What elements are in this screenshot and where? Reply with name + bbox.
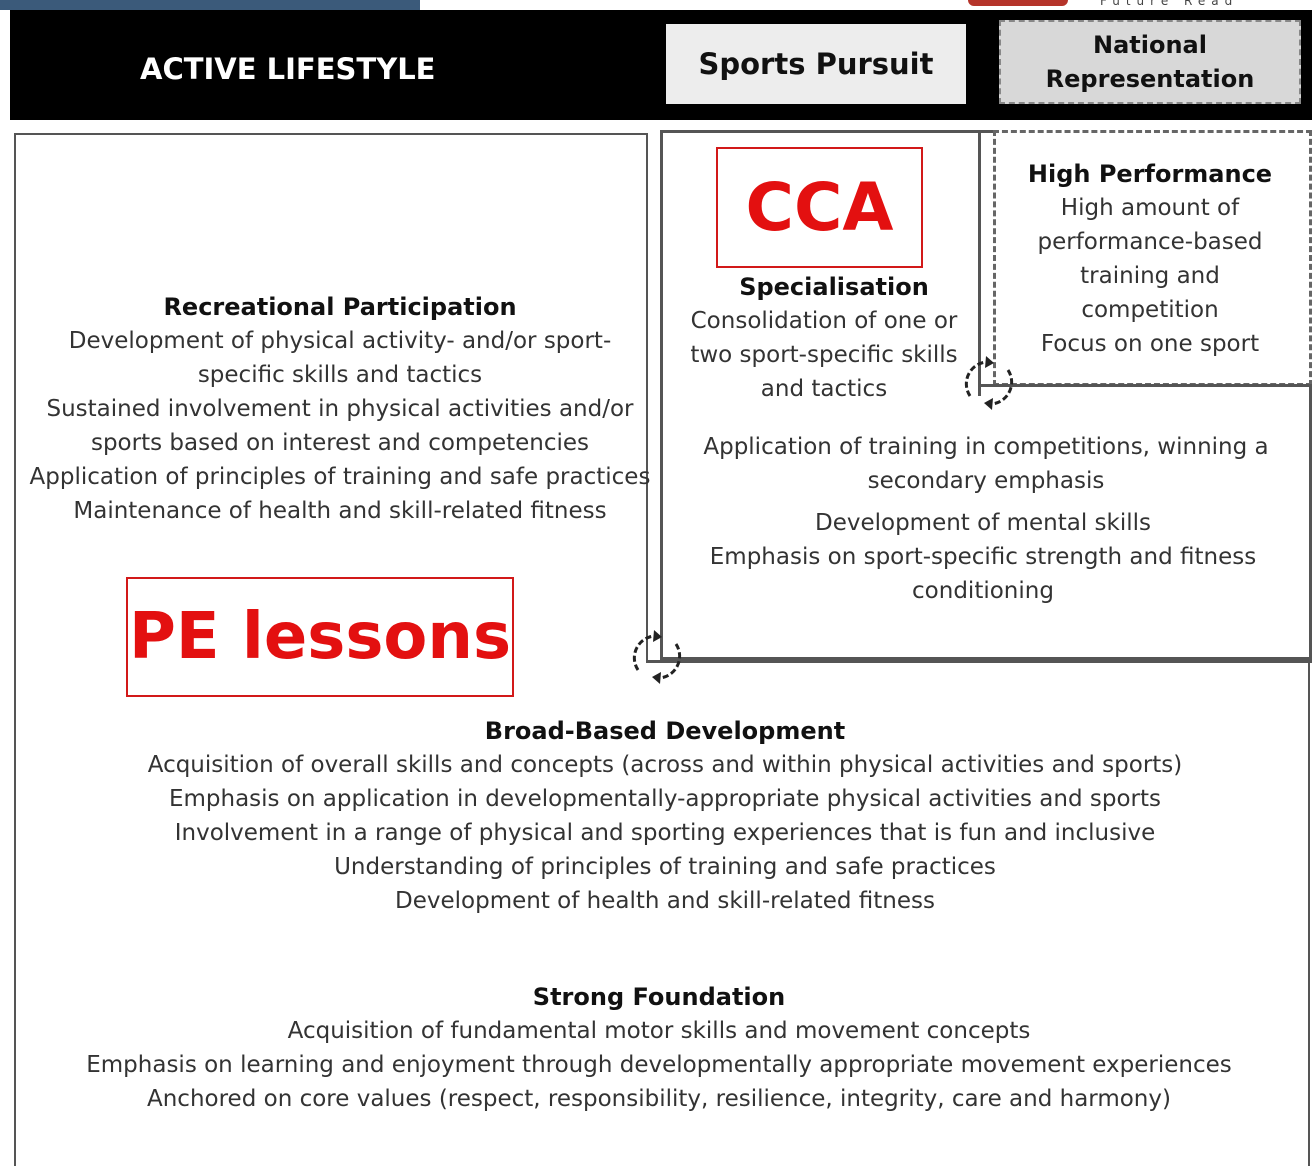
hp-left-border: [978, 130, 981, 396]
sports-pursuit-label: Sports Pursuit: [666, 24, 966, 104]
broad-based-line: Involvement in a range of physical and s…: [174, 820, 1156, 846]
right-edge-line: [1308, 660, 1310, 1166]
cca-callout: CCA: [716, 147, 923, 268]
specialisation-line: Application of training in competitions,…: [703, 434, 1269, 460]
high-performance-line: Focus on one sport: [1040, 331, 1260, 357]
specialisation-block-3: Development of mental skills Emphasis on…: [676, 506, 1290, 608]
strong-foundation-line: Emphasis on learning and enjoyment throu…: [86, 1052, 1232, 1078]
recreational-block: Recreational Participation Development o…: [20, 290, 660, 528]
strong-foundation-block: Strong Foundation Acquisition of fundame…: [14, 980, 1304, 1116]
broad-based-block: Broad-Based Development Acquisition of o…: [20, 714, 1310, 918]
broad-based-line: Development of health and skill-related …: [395, 888, 935, 914]
specialisation-line: Consolidation of one or: [690, 308, 958, 334]
specialisation-line: and tactics: [760, 376, 888, 402]
broad-based-title: Broad-Based Development: [484, 717, 846, 745]
recreational-line: specific skills and tactics: [197, 362, 483, 388]
high-performance-line: training and: [1080, 263, 1220, 289]
recreational-title: Recreational Participation: [163, 293, 517, 321]
recreational-line: Application of principles of training an…: [29, 464, 651, 490]
strong-foundation-line: Anchored on core values (respect, respon…: [147, 1086, 1171, 1112]
hp-bottom-border: [980, 384, 1312, 387]
divider-line: [648, 660, 1312, 663]
high-performance-line: competition: [1081, 297, 1219, 323]
specialisation-line: Emphasis on sport-specific strength and …: [709, 544, 1257, 570]
sports-pursuit-text: Sports Pursuit: [698, 47, 934, 81]
recreational-line: Sustained involvement in physical activi…: [46, 396, 634, 422]
cycle-arrows-icon: [632, 630, 682, 684]
recreational-box: [14, 133, 648, 663]
high-performance-line: performance-based: [1037, 229, 1263, 255]
broad-based-line: Understanding of principles of training …: [334, 854, 996, 880]
high-performance-block: High Performance High amount of performa…: [1000, 157, 1300, 361]
high-performance-title: High Performance: [1027, 160, 1273, 188]
specialisation-block-2: Application of training in competitions,…: [676, 430, 1296, 498]
cca-text: CCA: [745, 169, 894, 246]
specialisation-line: secondary emphasis: [867, 468, 1105, 494]
pe-lessons-callout: PE lessons: [126, 577, 514, 697]
top-accent-line: [0, 0, 420, 10]
high-performance-line: High amount of: [1060, 195, 1240, 221]
national-line2: Representation: [1045, 65, 1255, 93]
corner-text: Future Read: [1100, 0, 1239, 8]
specialisation-line: two sport-specific skills: [690, 342, 958, 368]
national-line1: National: [1093, 31, 1207, 59]
cycle-arrows-icon: [964, 356, 1014, 410]
strong-foundation-line: Acquisition of fundamental motor skills …: [287, 1018, 1031, 1044]
recreational-line: Development of physical activity- and/or…: [68, 328, 612, 354]
recreational-line: sports based on interest and competencie…: [90, 430, 590, 456]
specialisation-line: conditioning: [912, 578, 1054, 604]
strong-foundation-title: Strong Foundation: [532, 983, 786, 1011]
active-lifestyle-label: ACTIVE LIFESTYLE: [140, 52, 436, 86]
national-representation-label: National Representation: [999, 20, 1301, 104]
specialisation-block: Specialisation Consolidation of one or t…: [674, 270, 974, 406]
corner-logo: [968, 0, 1068, 6]
broad-based-line: Emphasis on application in developmental…: [168, 786, 1162, 812]
specialisation-box: [660, 130, 1312, 660]
specialisation-title: Specialisation: [739, 273, 929, 301]
pe-lessons-text: PE lessons: [128, 600, 512, 674]
broad-based-line: Acquisition of overall skills and concep…: [147, 752, 1183, 778]
recreational-line: Maintenance of health and skill-related …: [73, 498, 607, 524]
specialisation-line: Development of mental skills: [814, 510, 1152, 536]
